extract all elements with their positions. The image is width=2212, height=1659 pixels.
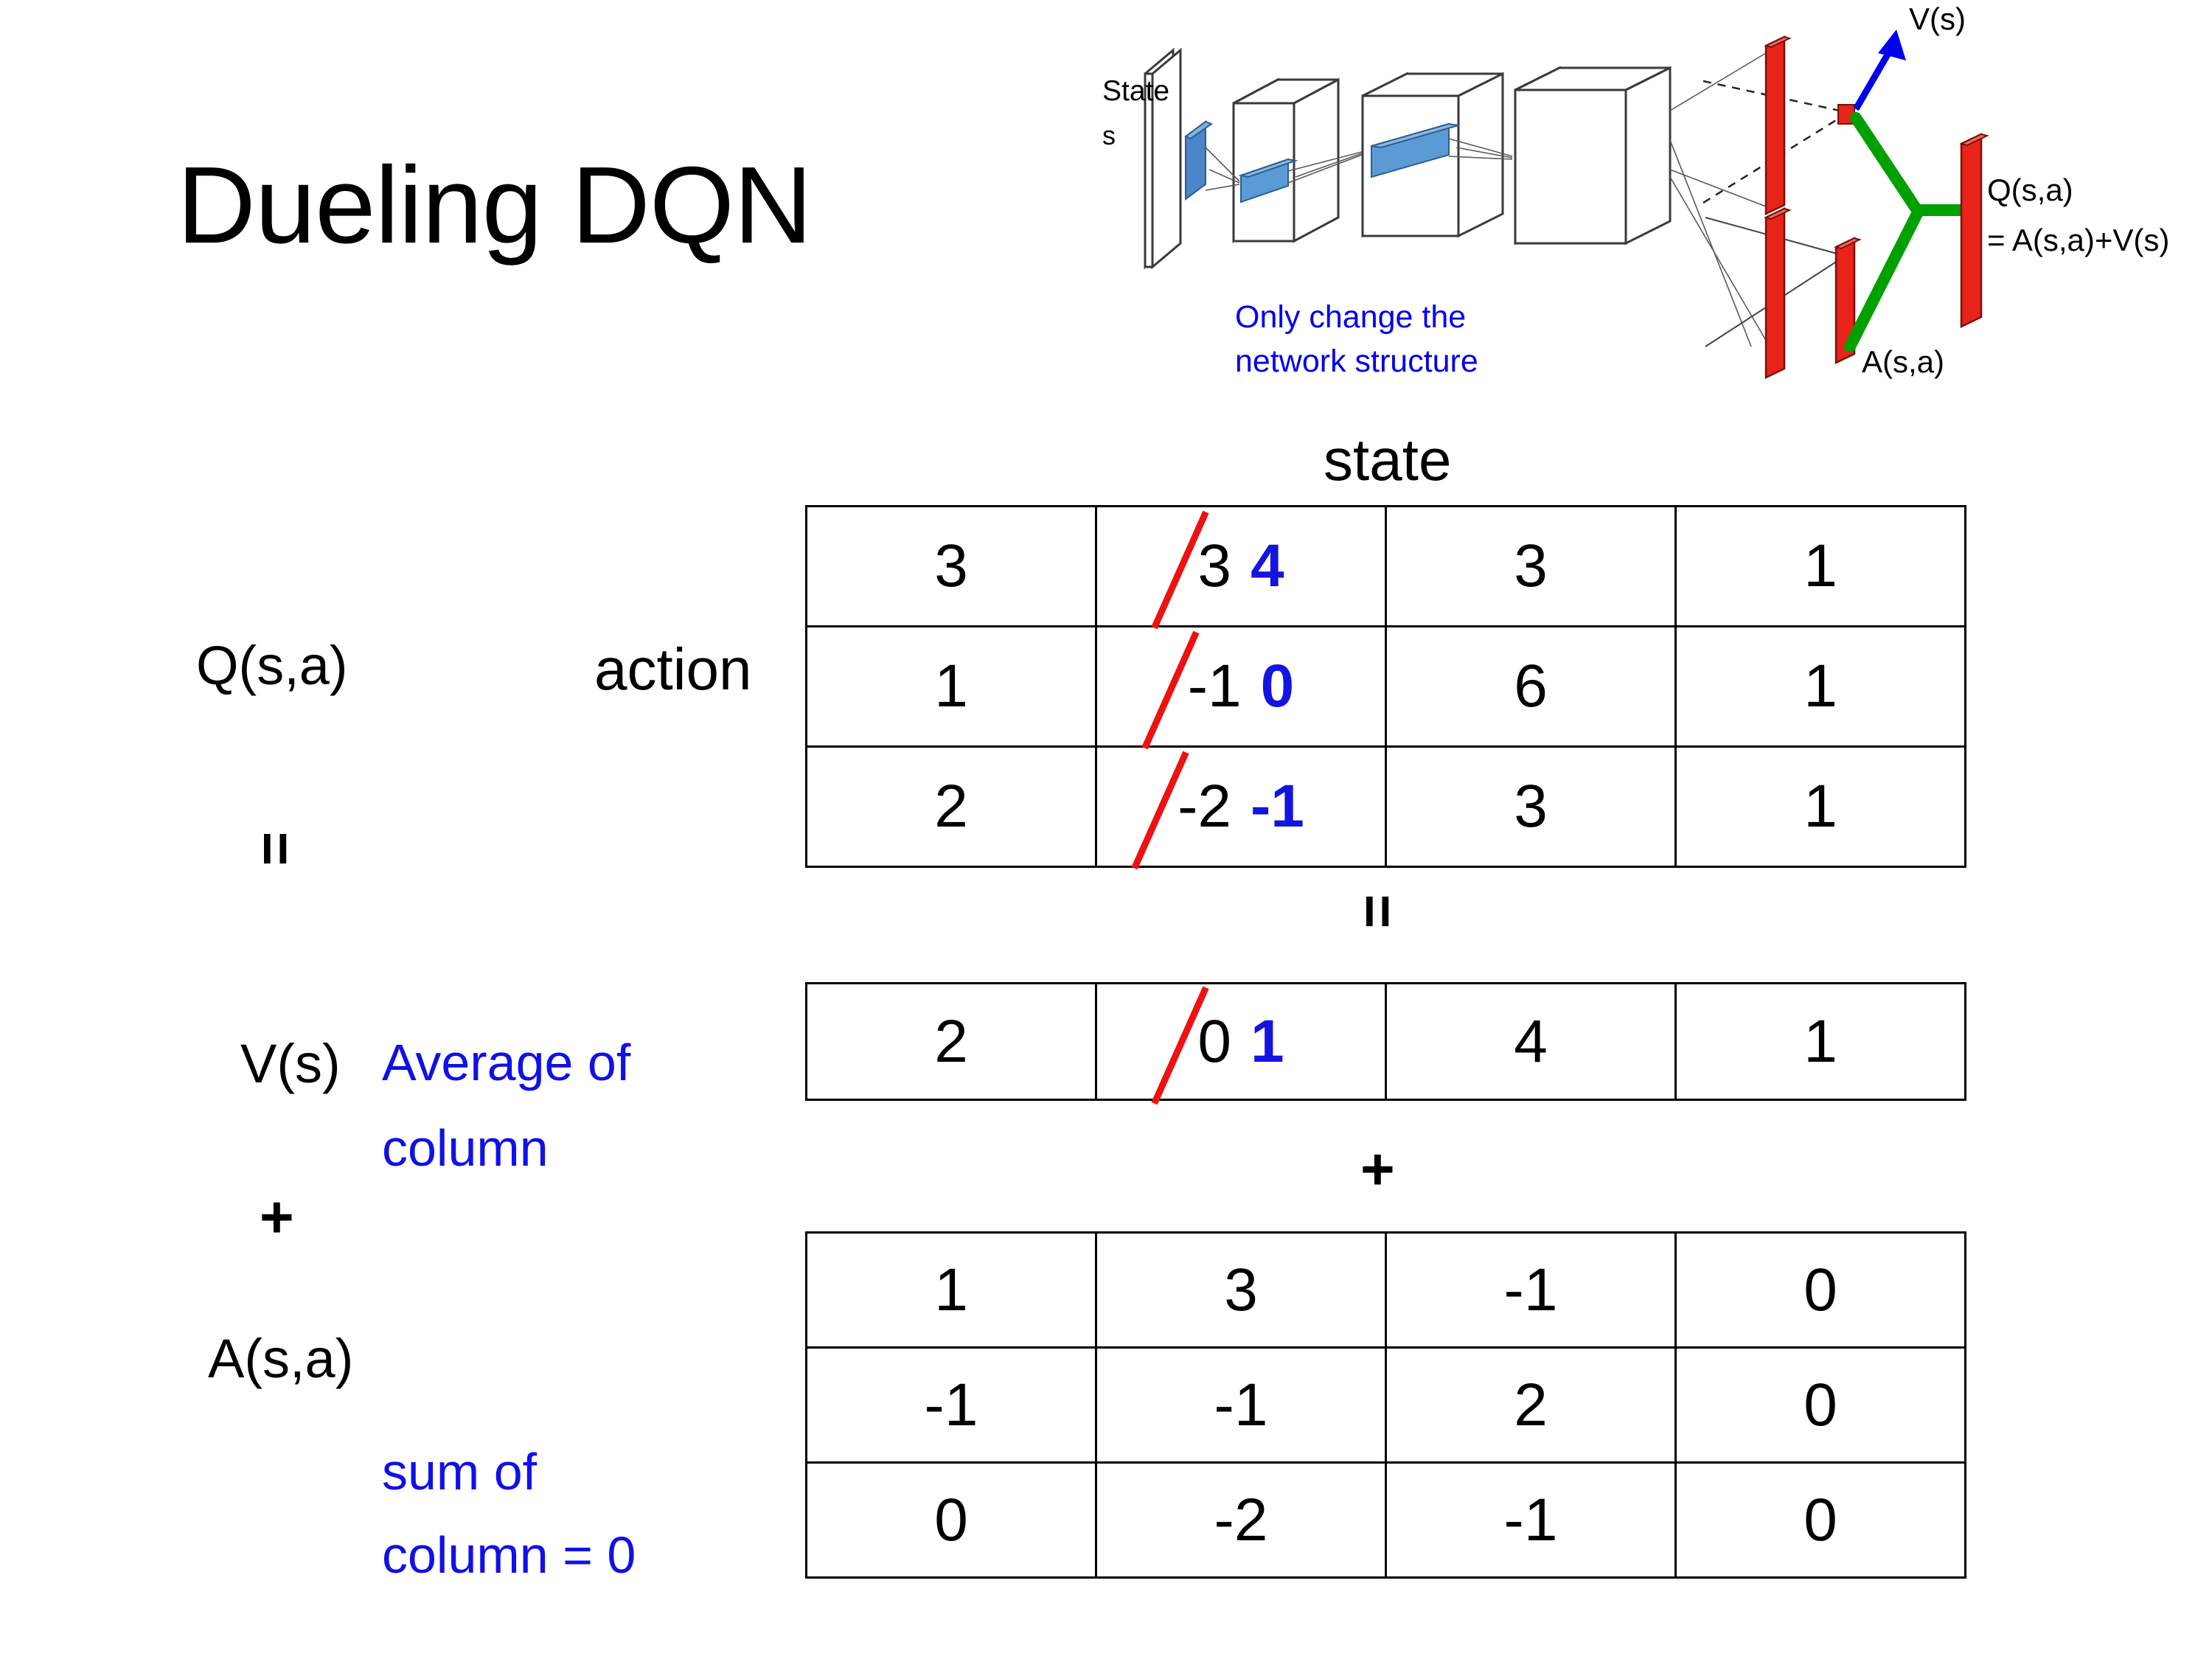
a-cell-r0c1: 3: [1095, 1231, 1387, 1349]
value-note-line2: column: [382, 1119, 549, 1177]
diagram-fc-bar-advantage: [1764, 207, 1792, 379]
dueling-network-diagram: State s Only change the network structur…: [1102, 0, 2212, 413]
a-cell-r2c3: 0: [1674, 1461, 1966, 1579]
q-cell-r2c2: 3: [1385, 745, 1677, 868]
plus-sign-between-v-and-a: +: [1360, 1136, 1395, 1202]
a-cell-r1c3: 0: [1674, 1346, 1966, 1464]
table-row: 2 0 1 4 1: [805, 982, 1966, 1101]
v-cell-r0c0: 2: [805, 982, 1097, 1101]
advantage-function-label: A(s,a): [208, 1328, 354, 1389]
a-cell-r0c3: 0: [1674, 1231, 1966, 1349]
q-cell-r2c1: -2 -1: [1095, 745, 1387, 868]
table-row: 1 3 -1 0: [805, 1231, 1966, 1349]
q-cell-r0c0: 3: [805, 505, 1097, 627]
correction-group: -2 -1: [1178, 772, 1304, 841]
diagram-value-head-label: V(s): [1909, 1, 1966, 36]
advantage-note-line2: column = 0: [382, 1526, 636, 1584]
diagram-conv-block-3: [1514, 66, 1672, 246]
diagram-note-line2: network structure: [1235, 344, 1478, 379]
correction-group: -1 0: [1188, 652, 1295, 721]
v-cell-r0c1: 0 1: [1095, 982, 1387, 1101]
state-axis-label: state: [1324, 427, 1452, 493]
diagram-fc-bar-value: [1764, 35, 1792, 215]
value-function-label: V(s): [240, 1033, 341, 1094]
a-cell-r1c1: -1: [1095, 1346, 1387, 1464]
diagram-input-label-line2: s: [1102, 120, 1116, 150]
correction-group: 3 4: [1197, 532, 1284, 601]
value-note-line1: Average of: [382, 1034, 631, 1091]
a-cell-r1c0: -1: [805, 1346, 1097, 1464]
q-cell-r1c0: 1: [805, 625, 1097, 748]
diagram-input-label-line1: State: [1102, 75, 1169, 107]
plus-sign-left: +: [260, 1184, 294, 1250]
q-function-label: Q(s,a): [196, 635, 348, 696]
diagram-input-plane: [1144, 47, 1182, 270]
a-cell-r2c2: -1: [1385, 1461, 1677, 1579]
diagram-advantage-bar: [1834, 237, 1862, 364]
q-cell-r1c1: -1 0: [1095, 625, 1387, 748]
diagram-output-bar-q: [1959, 133, 1989, 328]
value-table: 2 0 1 4 1: [805, 982, 1966, 1101]
equals-sign-between-q-and-v: =: [1345, 894, 1411, 929]
diagram-merge-green-link: [1844, 112, 1967, 352]
a-cell-r2c0: 0: [805, 1461, 1097, 1579]
table-row: 3 3 4 3 1: [805, 505, 1966, 627]
diagram-note-line1: Only change the: [1235, 299, 1466, 335]
diagram-value-arrow: [1853, 29, 1906, 111]
table-row: 0 -2 -1 0: [805, 1461, 1966, 1579]
corrected-value: 4: [1251, 532, 1284, 599]
a-cell-r0c2: -1: [1385, 1231, 1677, 1349]
diagram-feature-bar-2: [1371, 122, 1459, 178]
table-row: 2 -2 -1 3 1: [805, 745, 1966, 868]
v-cell-r0c2: 4: [1385, 982, 1677, 1101]
table-row: -1 -1 2 0: [805, 1346, 1966, 1464]
q-cell-r1c2: 6: [1385, 625, 1677, 748]
q-cell-r1c3: 1: [1674, 625, 1966, 748]
diagram-output-label-line1: Q(s,a): [1987, 173, 2073, 207]
a-cell-r2c1: -2: [1095, 1461, 1387, 1579]
corrected-value: 0: [1260, 653, 1295, 720]
page-title: Dueling DQN: [177, 145, 813, 266]
table-row: 1 -1 0 6 1: [805, 625, 1966, 748]
diagram-feature-bar-1: [1238, 158, 1298, 204]
struck-value: -1: [1187, 653, 1242, 720]
a-cell-r1c2: 2: [1385, 1346, 1677, 1464]
diagram-advantage-head-label: A(s,a): [1862, 344, 1944, 379]
correction-group: 0 1: [1197, 1007, 1284, 1077]
action-axis-label: action: [594, 636, 752, 702]
v-cell-r0c3: 1: [1674, 982, 1966, 1101]
q-cell-r2c3: 1: [1674, 745, 1966, 868]
corrected-value: -1: [1251, 773, 1304, 840]
diagram-connection-lines: [1205, 52, 1770, 347]
corrected-value: 1: [1251, 1007, 1284, 1075]
struck-value: -2: [1178, 773, 1231, 840]
q-cell-r0c2: 3: [1385, 505, 1677, 627]
q-cell-r0c3: 1: [1674, 505, 1966, 627]
diagram-input-patch: [1184, 120, 1214, 201]
advantage-table: 1 3 -1 0 -1 -1 2 0 0 -2 -1 0: [805, 1231, 1966, 1579]
struck-value: 3: [1197, 532, 1231, 599]
q-cell-r2c0: 2: [805, 745, 1097, 868]
q-cell-r0c1: 3 4: [1095, 505, 1387, 627]
equals-sign-left: =: [243, 831, 309, 866]
advantage-note-line1: sum of: [382, 1443, 538, 1500]
a-cell-r0c0: 1: [805, 1231, 1097, 1349]
q-value-table: 3 3 4 3 1 1 -1 0 6: [805, 505, 1966, 868]
diagram-output-label-line2: = A(s,a)+V(s): [1987, 223, 2169, 257]
struck-value: 0: [1197, 1007, 1231, 1075]
